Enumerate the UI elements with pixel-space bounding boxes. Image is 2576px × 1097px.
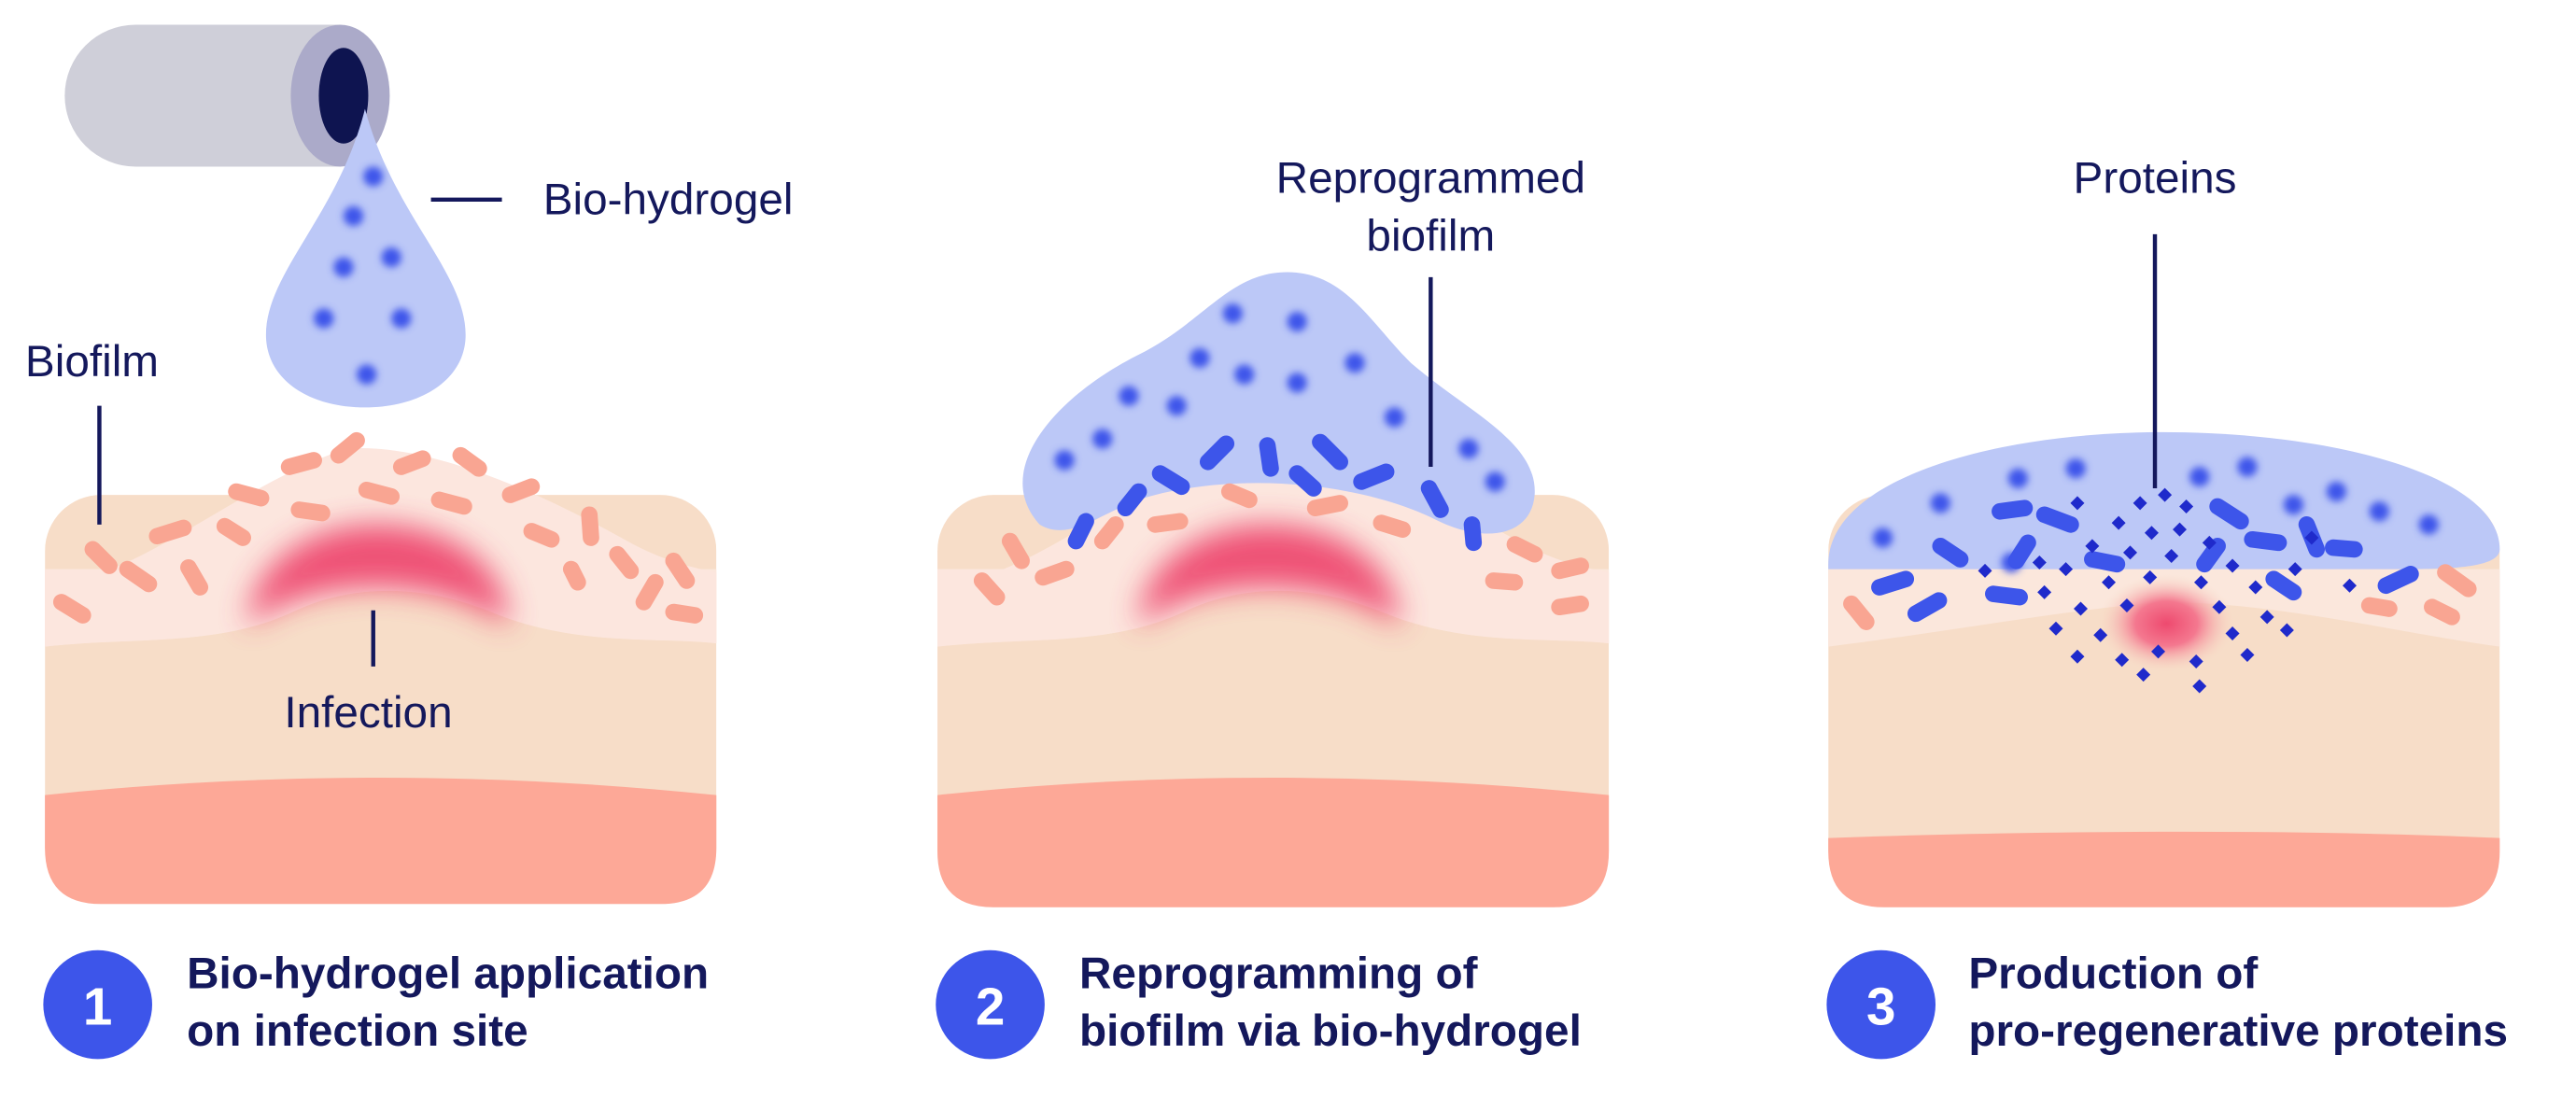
step-1-text-line2: on infection site bbox=[187, 1006, 528, 1056]
tissue-block bbox=[45, 447, 717, 905]
step-2-text-line2: biofilm via bio-hydrogel bbox=[1079, 1006, 1582, 1056]
step-1-badge bbox=[43, 949, 152, 1060]
panel-3: Proteins bbox=[1828, 154, 2500, 907]
step-2-badge bbox=[936, 949, 1045, 1060]
step-3-number: 3 bbox=[1866, 977, 1895, 1035]
tissue-block bbox=[937, 447, 1610, 907]
step-2-number: 2 bbox=[976, 977, 1005, 1035]
panel-1: Bio-hydrogel Biofilm Infection bbox=[25, 24, 794, 905]
infection-zone bbox=[247, 524, 509, 627]
biofilm-label: Biofilm bbox=[25, 337, 159, 387]
bio-hydrogel-label: Bio-hydrogel bbox=[543, 176, 794, 225]
infection-zone bbox=[1138, 524, 1400, 627]
step-3-badge bbox=[1826, 949, 1936, 1060]
step-1-caption: 1 Bio-hydrogel application on infection … bbox=[43, 949, 709, 1060]
reprogrammed-biofilm-label-1: Reprogrammed bbox=[1276, 154, 1585, 204]
protein-particles bbox=[1978, 487, 2358, 694]
infection-label: Infection bbox=[284, 688, 452, 738]
proteins-label: Proteins bbox=[2074, 154, 2237, 204]
step-3-caption: 3 Production of pro-regenerative protein… bbox=[1826, 949, 2508, 1060]
step-3-text-line2: pro-regenerative proteins bbox=[1968, 1006, 2508, 1056]
step-3-text-line1: Production of bbox=[1968, 949, 2258, 998]
hydrogel-blob bbox=[1022, 272, 1535, 534]
hydrogel-droplet-icon bbox=[265, 108, 466, 408]
step-2-text-line1: Reprogramming of bbox=[1079, 949, 1478, 998]
reprogrammed-biofilm-label-2: biofilm bbox=[1366, 212, 1495, 261]
biofilm-bacteria bbox=[52, 431, 704, 624]
step-1-number: 1 bbox=[83, 977, 112, 1035]
step-1-text-line1: Bio-hydrogel application bbox=[187, 949, 709, 998]
hydrogel-tube-icon bbox=[64, 24, 390, 167]
panel-2: Reprogrammed biofilm bbox=[937, 154, 1610, 907]
step-2-caption: 2 Reprogramming of biofilm via bio-hydro… bbox=[936, 949, 1582, 1060]
